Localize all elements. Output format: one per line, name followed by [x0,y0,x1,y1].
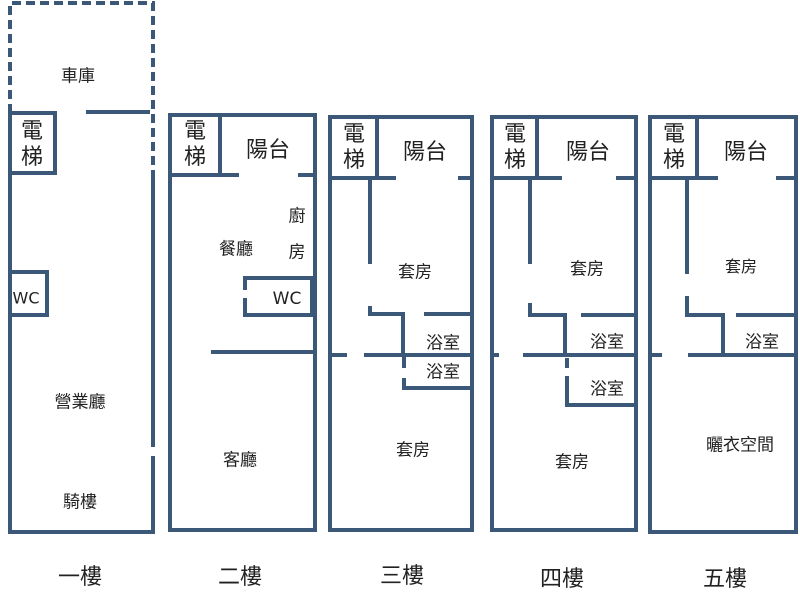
floor-3-walls [328,115,474,532]
room-suite: 套房 [555,452,589,473]
room-suite: 套房 [396,440,430,461]
room-bathroom: 浴室 [426,362,460,383]
floor-label-3: 三樓 [379,564,425,589]
floor-2-walls [168,113,317,532]
room-garage: 車庫 [61,66,95,87]
elevator-char: 梯 [503,148,527,173]
room-bathroom: 浴室 [590,379,624,400]
room-elevator: 電梯 [184,119,206,171]
room-bathroom: 浴室 [426,333,460,354]
room-elevator: 電梯 [343,122,365,174]
room-suite: 套房 [570,259,604,280]
room-balcony: 陽台 [245,138,291,163]
room-elevator: 電梯 [504,122,526,174]
room-balcony: 陽台 [565,140,611,165]
room-elevator: 電梯 [663,122,685,174]
room-business-hall: 營業廳 [54,392,106,413]
elevator-char: 梯 [20,145,44,170]
room-wc: WC [272,289,302,309]
room-wc: WC [12,288,40,308]
room-dining: 餐廳 [219,239,253,260]
room-elevator: 電梯 [21,119,43,171]
room-kitchen-1: 廚 [288,206,306,227]
floor-1-walls [8,1,155,534]
elevator-char: 梯 [662,148,686,173]
room-suite: 套房 [398,262,432,283]
floor-5-walls [648,115,798,534]
room-balcony: 陽台 [723,140,769,165]
elevator-char: 梯 [342,148,366,173]
floor-4-walls [490,115,638,532]
room-balcony: 陽台 [402,140,448,165]
floor-label-2: 二樓 [217,565,263,590]
room-bathroom: 浴室 [745,332,779,353]
room-laundry-space: 曬衣空間 [706,435,774,456]
room-suite: 套房 [724,257,758,276]
elevator-char: 電 [342,122,366,147]
elevator-char: 電 [183,119,207,144]
floor-label-4: 四樓 [539,567,585,592]
room-kitchen-2: 房 [288,242,306,263]
floor-label-5: 五樓 [702,567,748,592]
room-living: 客廳 [223,450,257,471]
room-bathroom: 浴室 [590,332,624,353]
room-arcade: 騎樓 [63,492,97,513]
floor-label-1: 一樓 [57,565,103,590]
elevator-char: 電 [662,122,686,147]
elevator-char: 梯 [183,145,207,170]
elevator-char: 電 [503,122,527,147]
elevator-char: 電 [20,119,44,144]
